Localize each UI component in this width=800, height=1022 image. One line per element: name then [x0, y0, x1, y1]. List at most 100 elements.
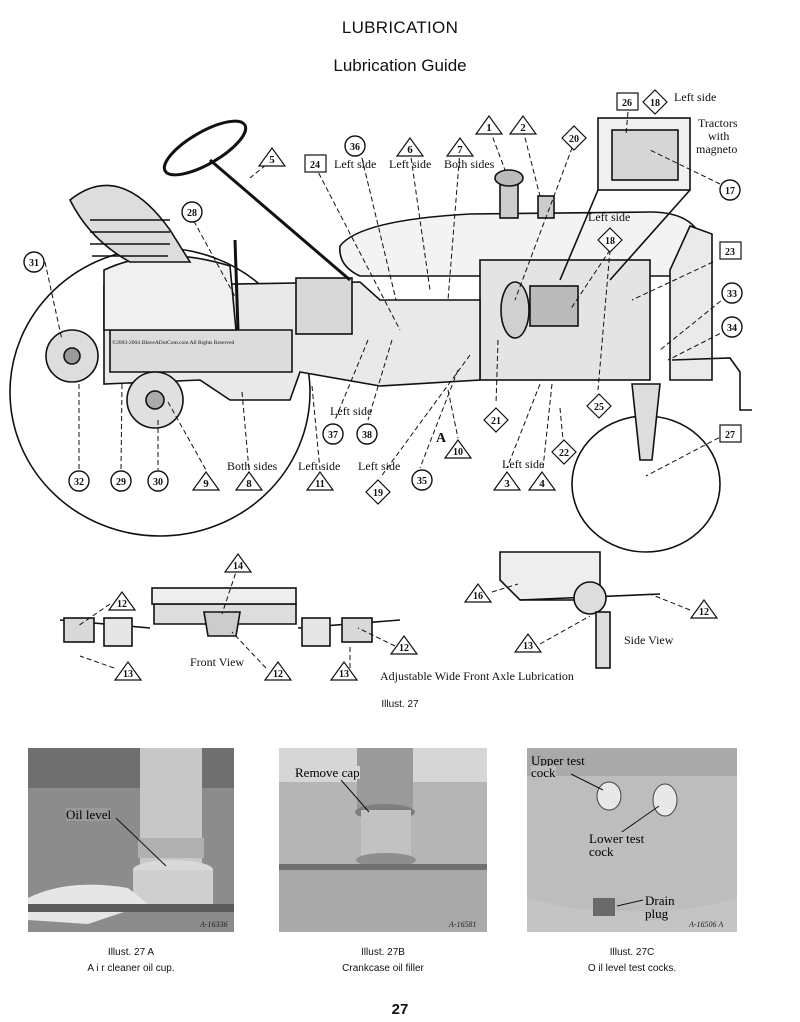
svg-text:34: 34: [727, 323, 737, 334]
svg-text:9: 9: [203, 478, 209, 490]
callout-13c: 13: [513, 632, 543, 653]
svg-text:18: 18: [605, 236, 615, 247]
svg-text:27: 27: [725, 430, 735, 441]
svg-text:33: 33: [727, 289, 737, 300]
svg-text:3: 3: [504, 478, 510, 490]
photo-crankcase-filler: Remove cap A-16581: [279, 748, 487, 932]
callout-33: 33: [721, 282, 743, 304]
photo-label-upper-cock: cock: [531, 765, 556, 780]
svg-text:4: 4: [539, 478, 545, 490]
svg-text:30: 30: [153, 477, 163, 488]
callout-1: 1: [474, 114, 504, 135]
callout-10: 10: [443, 438, 473, 459]
photo-test-cocks: Upper test cock Lower test cock Drain pl…: [527, 748, 737, 932]
callout-28: 28: [181, 201, 203, 223]
svg-text:18: 18: [650, 98, 660, 109]
photo-label-lower-test: Lower test: [589, 831, 645, 846]
label-with: with: [708, 129, 729, 143]
callout-13a: 13: [113, 660, 143, 681]
label-side-view: Side View: [624, 633, 674, 647]
photo-label-lower-cock: cock: [589, 844, 614, 859]
svg-text:36: 36: [350, 142, 360, 153]
caption-27a-line2: A i r cleaner oil cup.: [87, 963, 175, 974]
svg-text:7: 7: [457, 144, 463, 156]
callout-3: 3: [492, 470, 522, 491]
callout-30: 30: [147, 470, 169, 492]
callout-9: 9: [191, 470, 221, 491]
callout-31: 31: [23, 251, 45, 273]
front-axle-side-view: [499, 551, 601, 601]
callout-6: 6: [395, 136, 425, 157]
callout-8: 8: [234, 470, 264, 491]
callout-18-top: 18: [642, 89, 668, 115]
svg-text:25: 25: [594, 402, 604, 413]
label-both-sides-8: Both sides: [227, 459, 278, 473]
photo-label-oil-level: Oil level: [66, 807, 112, 822]
svg-text:2: 2: [520, 122, 526, 134]
callout-17: 17: [719, 179, 741, 201]
svg-text:28: 28: [187, 208, 197, 219]
svg-text:35: 35: [417, 476, 427, 487]
svg-text:11: 11: [315, 479, 324, 490]
label-left-side-6: Left side: [389, 157, 431, 171]
callout-29: 29: [110, 470, 132, 492]
illustration-caption: Illust. 27: [381, 699, 419, 710]
photo-code: A-16336: [200, 920, 228, 929]
callout-24: 24: [304, 154, 327, 173]
callout-35: 35: [411, 469, 433, 491]
svg-text:17: 17: [725, 186, 735, 197]
callout-26: 26: [616, 92, 639, 111]
label-both-sides-7: Both sides: [444, 157, 495, 171]
svg-text:12: 12: [699, 607, 709, 618]
svg-text:8: 8: [246, 478, 252, 490]
callout-4: 4: [527, 470, 557, 491]
photo-label-drain: Drain: [645, 893, 675, 908]
callout-32: 32: [68, 470, 90, 492]
page-subtitle: Lubrication Guide: [333, 56, 467, 75]
caption-27c-line2: O il level test cocks.: [587, 963, 677, 974]
caption-27a-line1: Illust. 27 A: [107, 947, 155, 958]
label-left-side-18: Left side: [588, 210, 630, 224]
callout-14: 14: [223, 552, 253, 573]
photo-label-remove-cap: Remove cap: [295, 765, 360, 780]
photo-label-plug: plug: [645, 906, 669, 921]
callout-23: 23: [719, 241, 742, 260]
label-front-view: Front View: [190, 655, 244, 669]
photo-code: A-16506 A: [689, 920, 724, 929]
svg-text:5: 5: [269, 154, 275, 166]
callout-27: 27: [719, 424, 742, 443]
svg-text:12: 12: [117, 599, 127, 610]
label-left-side-37-38: Left side: [330, 404, 372, 418]
callout-7: 7: [445, 136, 475, 157]
svg-text:22: 22: [559, 448, 569, 459]
callout-25: 25: [586, 393, 612, 419]
svg-text:37: 37: [328, 430, 338, 441]
svg-text:32: 32: [74, 477, 84, 488]
callout-21: 21: [483, 407, 509, 433]
svg-text:12: 12: [273, 669, 283, 680]
callout-12a: 12: [107, 590, 137, 611]
svg-text:16: 16: [473, 591, 483, 602]
svg-text:29: 29: [116, 477, 126, 488]
svg-text:19: 19: [373, 488, 383, 499]
callout-38: 38: [356, 423, 378, 445]
svg-text:26: 26: [622, 98, 632, 109]
svg-text:20: 20: [569, 134, 579, 145]
callout-12d: 12: [689, 598, 719, 619]
caption-27b-line1: Illust. 27B: [361, 947, 405, 958]
callout-20: 20: [561, 125, 587, 151]
label-left-side-11: Left side: [298, 459, 340, 473]
page-title: LUBRICATION: [341, 18, 459, 37]
callout-13b: 13: [329, 660, 359, 681]
callout-19: 19: [365, 479, 391, 505]
svg-text:38: 38: [362, 430, 372, 441]
callout-34: 34: [721, 316, 743, 338]
callout-18-mid: 18: [597, 227, 623, 253]
caption-27c-line1: Illust. 27C: [609, 947, 655, 958]
svg-text:13: 13: [123, 669, 133, 680]
label-left-side-top: Left side: [674, 90, 716, 104]
photo-label-upper-test: Upper test: [531, 753, 585, 768]
callout-36: 36: [344, 135, 366, 157]
copyright-watermark: ©2003-2004 IHaveADotCom.com All Rights R…: [112, 339, 235, 346]
caption-27b-line2: Crankcase oil filler: [342, 963, 424, 974]
